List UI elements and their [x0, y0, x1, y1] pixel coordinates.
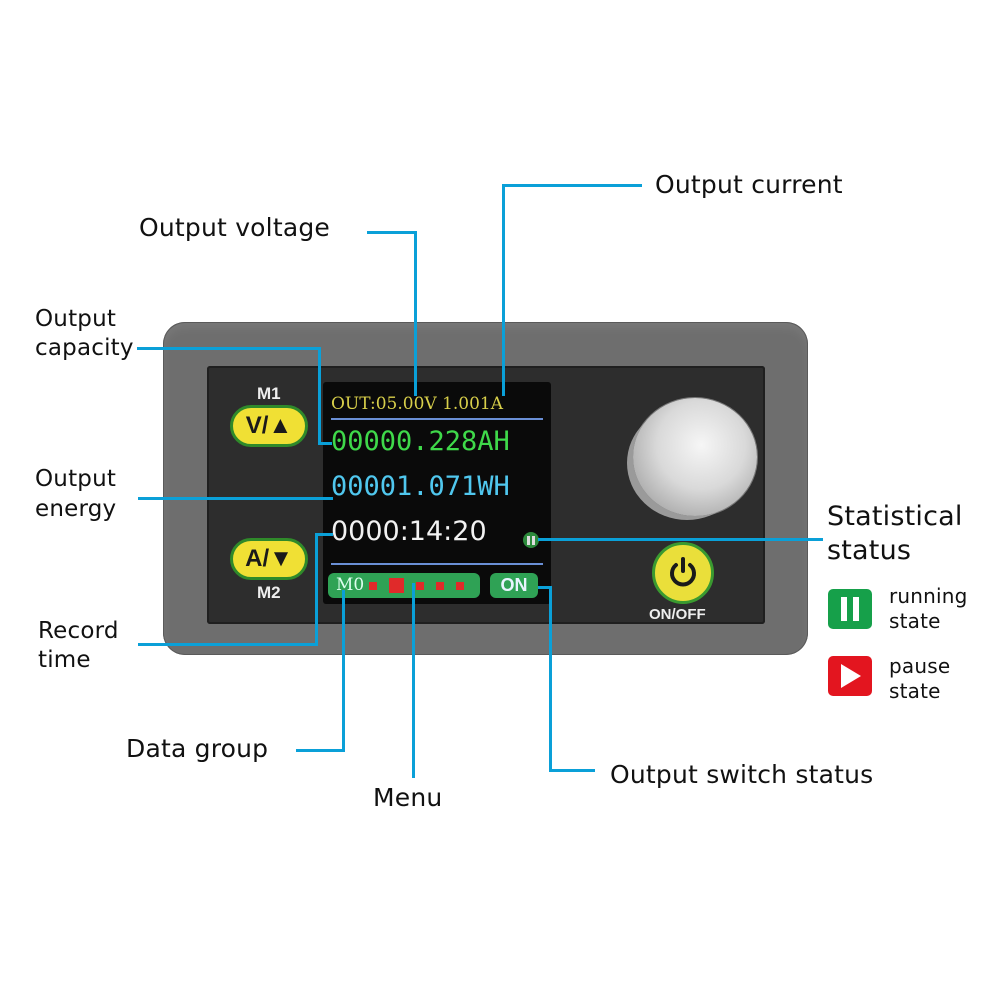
lcd-screen: OUT:05.00V 1.001A 00000.228AH 00001.071W…	[323, 382, 551, 604]
current-down-button[interactable]: A/▼	[230, 538, 308, 580]
power-button[interactable]	[652, 542, 714, 604]
lcd-header: OUT:05.00V 1.001A	[331, 394, 504, 414]
leader-time-h	[138, 643, 318, 646]
leader-status	[538, 538, 823, 541]
output-switch-indicator: ON	[490, 573, 538, 598]
label-statistical-status-1: Statistical	[827, 501, 963, 532]
pause-icon	[841, 597, 859, 621]
legend-running-2: state	[889, 609, 941, 633]
legend-running-1: running	[889, 584, 968, 608]
label-record-time-1: Record	[38, 618, 119, 644]
label-output-switch-status: Output switch status	[610, 760, 874, 789]
pause-state-swatch	[828, 656, 872, 696]
running-state-swatch	[828, 589, 872, 629]
label-output-energy-2: energy	[35, 496, 117, 522]
leader-switch-v	[549, 586, 552, 772]
lcd-divider-bottom	[331, 563, 543, 565]
leader-time-h2	[315, 533, 333, 536]
lcd-energy: 00001.071WH	[331, 471, 510, 502]
leader-current-h	[502, 184, 642, 187]
label-output-voltage: Output voltage	[139, 213, 330, 242]
lcd-status-indicator	[523, 532, 539, 548]
label-output-capacity-1: Output	[35, 306, 117, 332]
pause-icon	[527, 535, 535, 545]
legend-pause-1: pause	[889, 654, 951, 678]
legend-pause-2: state	[889, 679, 941, 703]
menu-dot	[436, 582, 444, 590]
power-icon	[670, 557, 696, 587]
adjustment-knob[interactable]	[633, 398, 757, 516]
leader-menu	[412, 583, 415, 778]
lcd-divider-top	[331, 418, 543, 420]
label-statistical-status-2: status	[827, 535, 912, 566]
leader-capacity-h	[137, 347, 321, 350]
play-icon	[841, 664, 861, 688]
leader-time-v	[315, 533, 318, 646]
data-group-indicator: M0	[336, 575, 365, 595]
label-record-time-2: time	[38, 647, 91, 673]
menu-dot	[416, 582, 424, 590]
label-output-current: Output current	[655, 170, 843, 199]
m2-label: M2	[257, 583, 281, 602]
label-output-capacity-2: capacity	[35, 335, 134, 361]
leader-voltage-v	[414, 231, 417, 396]
menu-bar[interactable]: M0	[328, 573, 480, 598]
leader-voltage-h	[367, 231, 417, 234]
label-output-energy-1: Output	[35, 466, 117, 492]
label-data-group: Data group	[126, 734, 269, 763]
leader-switch-h	[538, 586, 552, 589]
leader-switch-h2	[549, 769, 595, 772]
lcd-time: 0000:14:20	[331, 516, 487, 547]
menu-dot-selected	[389, 578, 404, 593]
leader-capacity-h2	[318, 442, 332, 445]
leader-capacity-v	[318, 347, 321, 445]
leader-energy	[138, 497, 333, 500]
lcd-capacity: 00000.228AH	[331, 426, 510, 457]
leader-current-v	[502, 184, 505, 396]
leader-datagroup-v	[342, 590, 345, 752]
power-label: ON/OFF	[649, 606, 706, 623]
leader-datagroup-h	[296, 749, 345, 752]
m1-label: M1	[257, 384, 281, 403]
menu-dot	[456, 582, 464, 590]
menu-dot	[369, 582, 377, 590]
voltage-up-button[interactable]: V/▲	[230, 405, 308, 447]
label-menu: Menu	[373, 783, 443, 812]
